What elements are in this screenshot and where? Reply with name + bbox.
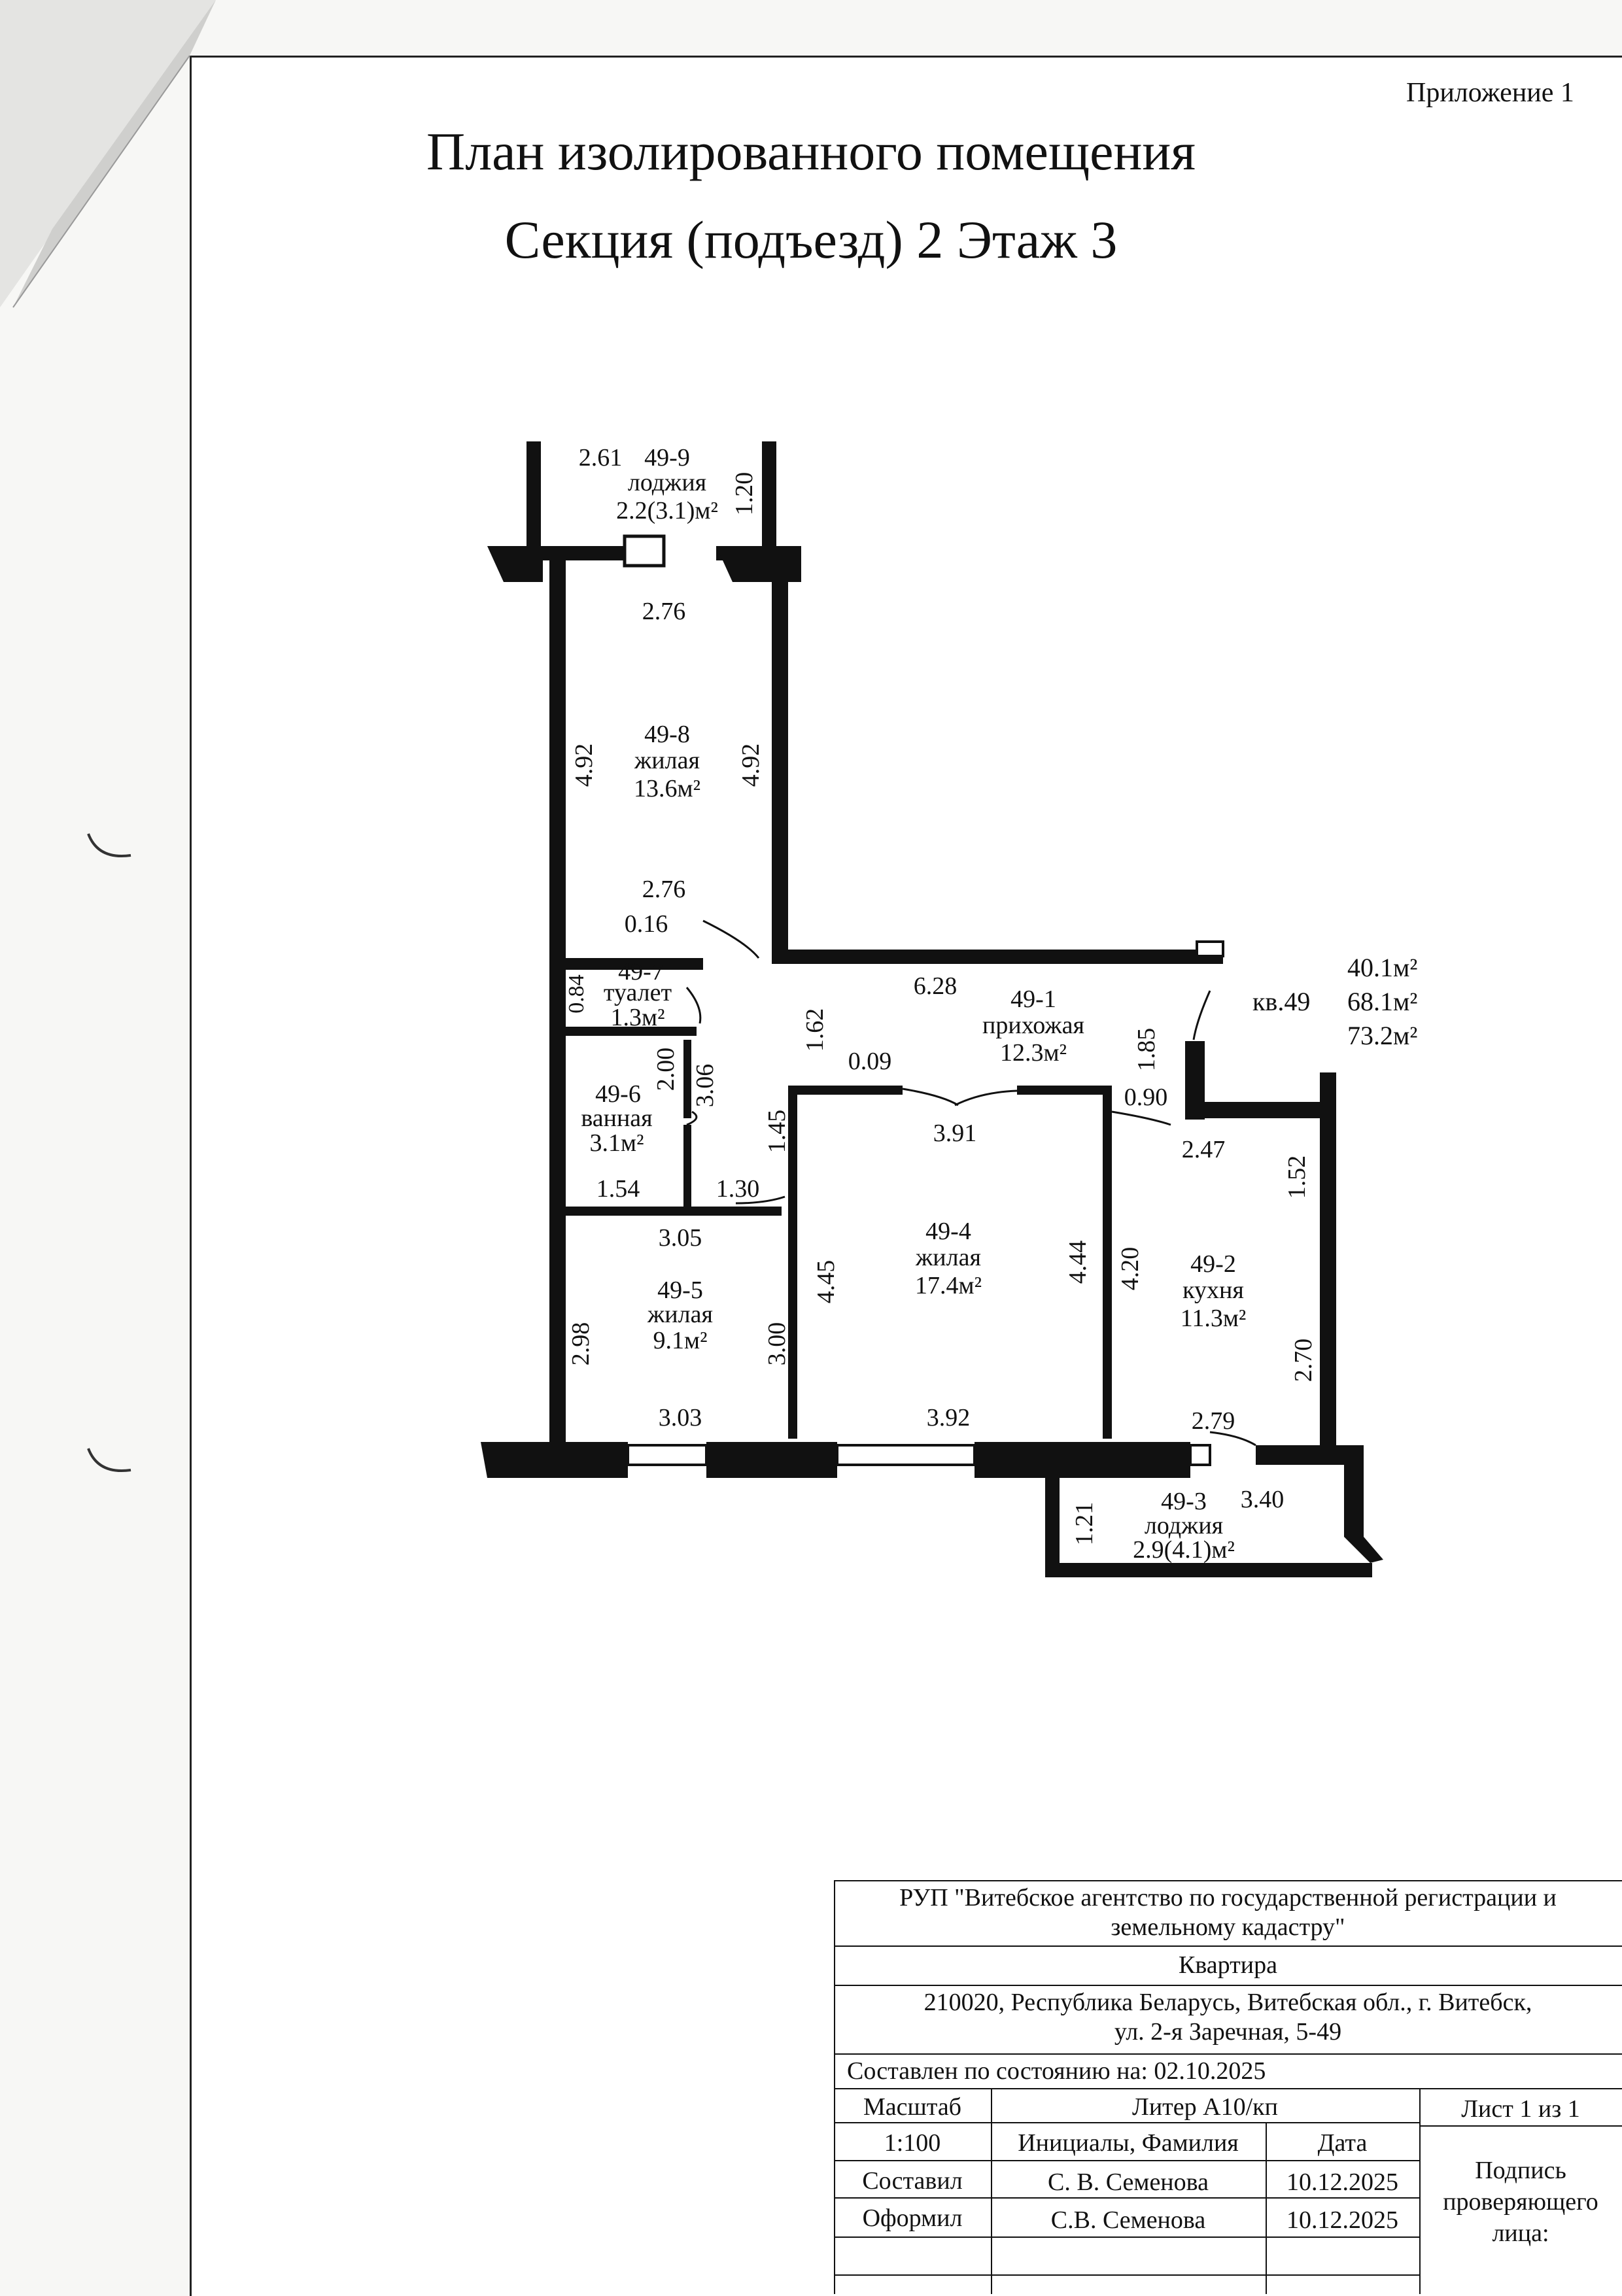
room-49-9-number: 49-9 [644, 444, 690, 471]
dimension-label: 2.76 [642, 876, 686, 903]
annex-label: Приложение 1 [1406, 78, 1574, 108]
dimension-label: 3.00 [763, 1322, 791, 1366]
room-49-8-number: 49-8 [644, 721, 690, 748]
dimension-label: 1.30 [716, 1175, 760, 1203]
compiled-by-date: 10.12.2025 [1286, 2168, 1398, 2196]
punch-hole-mark [87, 1448, 131, 1472]
compiled-as-of: Составлен по состоянию на: 02.10.2025 [847, 2057, 1266, 2085]
formatted-by-label: Оформил [862, 2204, 963, 2232]
dimension-label: 1.20 [731, 472, 758, 516]
dimension-label: 0.90 [1124, 1084, 1168, 1111]
room-49-1-area: 12.3м² [1000, 1039, 1067, 1067]
room-49-1-name: прихожая [982, 1012, 1084, 1039]
formatted-by-name: С.В. Семенова [1050, 2206, 1206, 2234]
dimension-label: 3.40 [1241, 1486, 1285, 1513]
plan-title: План изолированного помещения [426, 122, 1196, 181]
dimension-label: 1.62 [801, 1008, 829, 1052]
scale-label: Масштаб [863, 2093, 962, 2121]
room-49-3-area: 2.9(4.1)м² [1133, 1536, 1235, 1564]
apartment-number: кв.49 [1252, 987, 1310, 1016]
compiled-by-label: Составил [862, 2167, 963, 2195]
dimension-label: 0.09 [848, 1048, 892, 1075]
dimension-label: 4.92 [737, 744, 765, 787]
column-date: Дата [1317, 2129, 1368, 2157]
scale-value: 1:100 [884, 2129, 941, 2157]
room-49-5-area: 9.1м² [653, 1327, 708, 1354]
signature-label: Подпись проверяющего лица: [1443, 2157, 1598, 2247]
dimension-label: 4.45 [812, 1260, 840, 1304]
apartment-living-area: 40.1м² [1347, 953, 1417, 982]
dimension-label: 1.45 [763, 1110, 791, 1154]
room-49-8-name: жилая [634, 747, 700, 774]
folded-corner [0, 0, 216, 308]
dimension-label: 2.61 [579, 444, 623, 471]
apartment-area-with-loggias: 73.2м² [1347, 1021, 1417, 1050]
dimension-label: 3.92 [927, 1404, 971, 1431]
room-49-6-area: 3.1м² [590, 1129, 644, 1157]
room-49-4-name: жилая [915, 1244, 981, 1271]
dimension-label: 0.84 [564, 974, 589, 1014]
dimension-label: 1.52 [1283, 1156, 1311, 1199]
plan-subtitle: Секция (подъезд) 2 Этаж 3 [504, 210, 1118, 269]
dimension-label: 1.54 [596, 1175, 640, 1203]
room-49-5-name: жилая [647, 1301, 713, 1328]
room-49-4-number: 49-4 [925, 1218, 971, 1245]
dimension-label: 2.70 [1290, 1339, 1317, 1382]
room-49-9-name: лоджия [628, 469, 706, 496]
dimension-label: 2.00 [652, 1048, 680, 1091]
room-49-8-area: 13.6м² [634, 775, 700, 802]
dimension-label: 2.79 [1192, 1407, 1235, 1435]
room-49-1-number: 49-1 [1010, 985, 1056, 1013]
room-49-3-number: 49-3 [1161, 1488, 1207, 1515]
room-49-6-number: 49-6 [595, 1080, 641, 1108]
dimension-label: 3.91 [933, 1120, 977, 1147]
floor-plan: 49-9 лоджия 2.2(3.1)м² 49-8 жилая 13.6м²… [481, 441, 1417, 1577]
room-49-7-area: 1.3м² [611, 1004, 665, 1031]
column-initials-surname: Инициалы, Фамилия [1018, 2129, 1239, 2157]
room-49-4-area: 17.4м² [915, 1272, 982, 1299]
dimension-label: 4.92 [570, 744, 598, 787]
room-49-2-area: 11.3м² [1181, 1305, 1247, 1332]
dimension-label: 3.06 [691, 1064, 719, 1108]
dimension-label: 2.98 [567, 1322, 595, 1366]
dimension-label: 3.05 [659, 1224, 702, 1252]
compiled-by-name: С. В. Семенова [1048, 2168, 1209, 2196]
room-49-7-number: 49-7 [618, 958, 664, 985]
room-49-9-area: 2.2(3.1)м² [616, 497, 718, 524]
room-49-5-number: 49-5 [657, 1277, 703, 1304]
dimension-label: 0.16 [625, 910, 668, 938]
punch-hole-mark [87, 833, 131, 857]
dimension-label: 1.85 [1133, 1028, 1160, 1072]
room-49-2-name: кухня [1182, 1277, 1244, 1304]
room-49-6-name: ванная [581, 1105, 652, 1132]
document-sheet [190, 56, 1622, 2296]
dimension-label: 6.28 [914, 972, 958, 1000]
dimension-label: 3.03 [659, 1404, 702, 1431]
organization-name-line2: земельному кадастру" [1111, 1913, 1345, 1941]
dimension-label: 4.44 [1064, 1241, 1092, 1284]
dimension-label: 2.76 [642, 598, 686, 625]
apartment-total-area: 68.1м² [1347, 987, 1417, 1016]
liter-code: Литер А10/кп [1132, 2093, 1278, 2121]
title-block: РУП "Витебское агентство по государствен… [834, 1880, 1622, 2294]
object-type: Квартира [1179, 1951, 1277, 1979]
dimension-label: 2.47 [1182, 1136, 1226, 1163]
room-49-3-name: лоджия [1145, 1512, 1223, 1539]
room-49-2-number: 49-2 [1190, 1250, 1236, 1278]
address-line1: 210020, Республика Беларусь, Витебская о… [923, 1989, 1532, 2016]
dimension-label: 4.20 [1116, 1247, 1144, 1291]
room-49-7-name: туалет [604, 979, 672, 1006]
organization-name-line1: РУП "Витебское агентство по государствен… [899, 1884, 1557, 1911]
dimension-label: 1.21 [1071, 1502, 1098, 1546]
formatted-by-date: 10.12.2025 [1286, 2206, 1398, 2234]
sheet-number: Лист 1 из 1 [1461, 2095, 1580, 2123]
address-line2: ул. 2-я Заречная, 5-49 [1114, 2018, 1342, 2046]
